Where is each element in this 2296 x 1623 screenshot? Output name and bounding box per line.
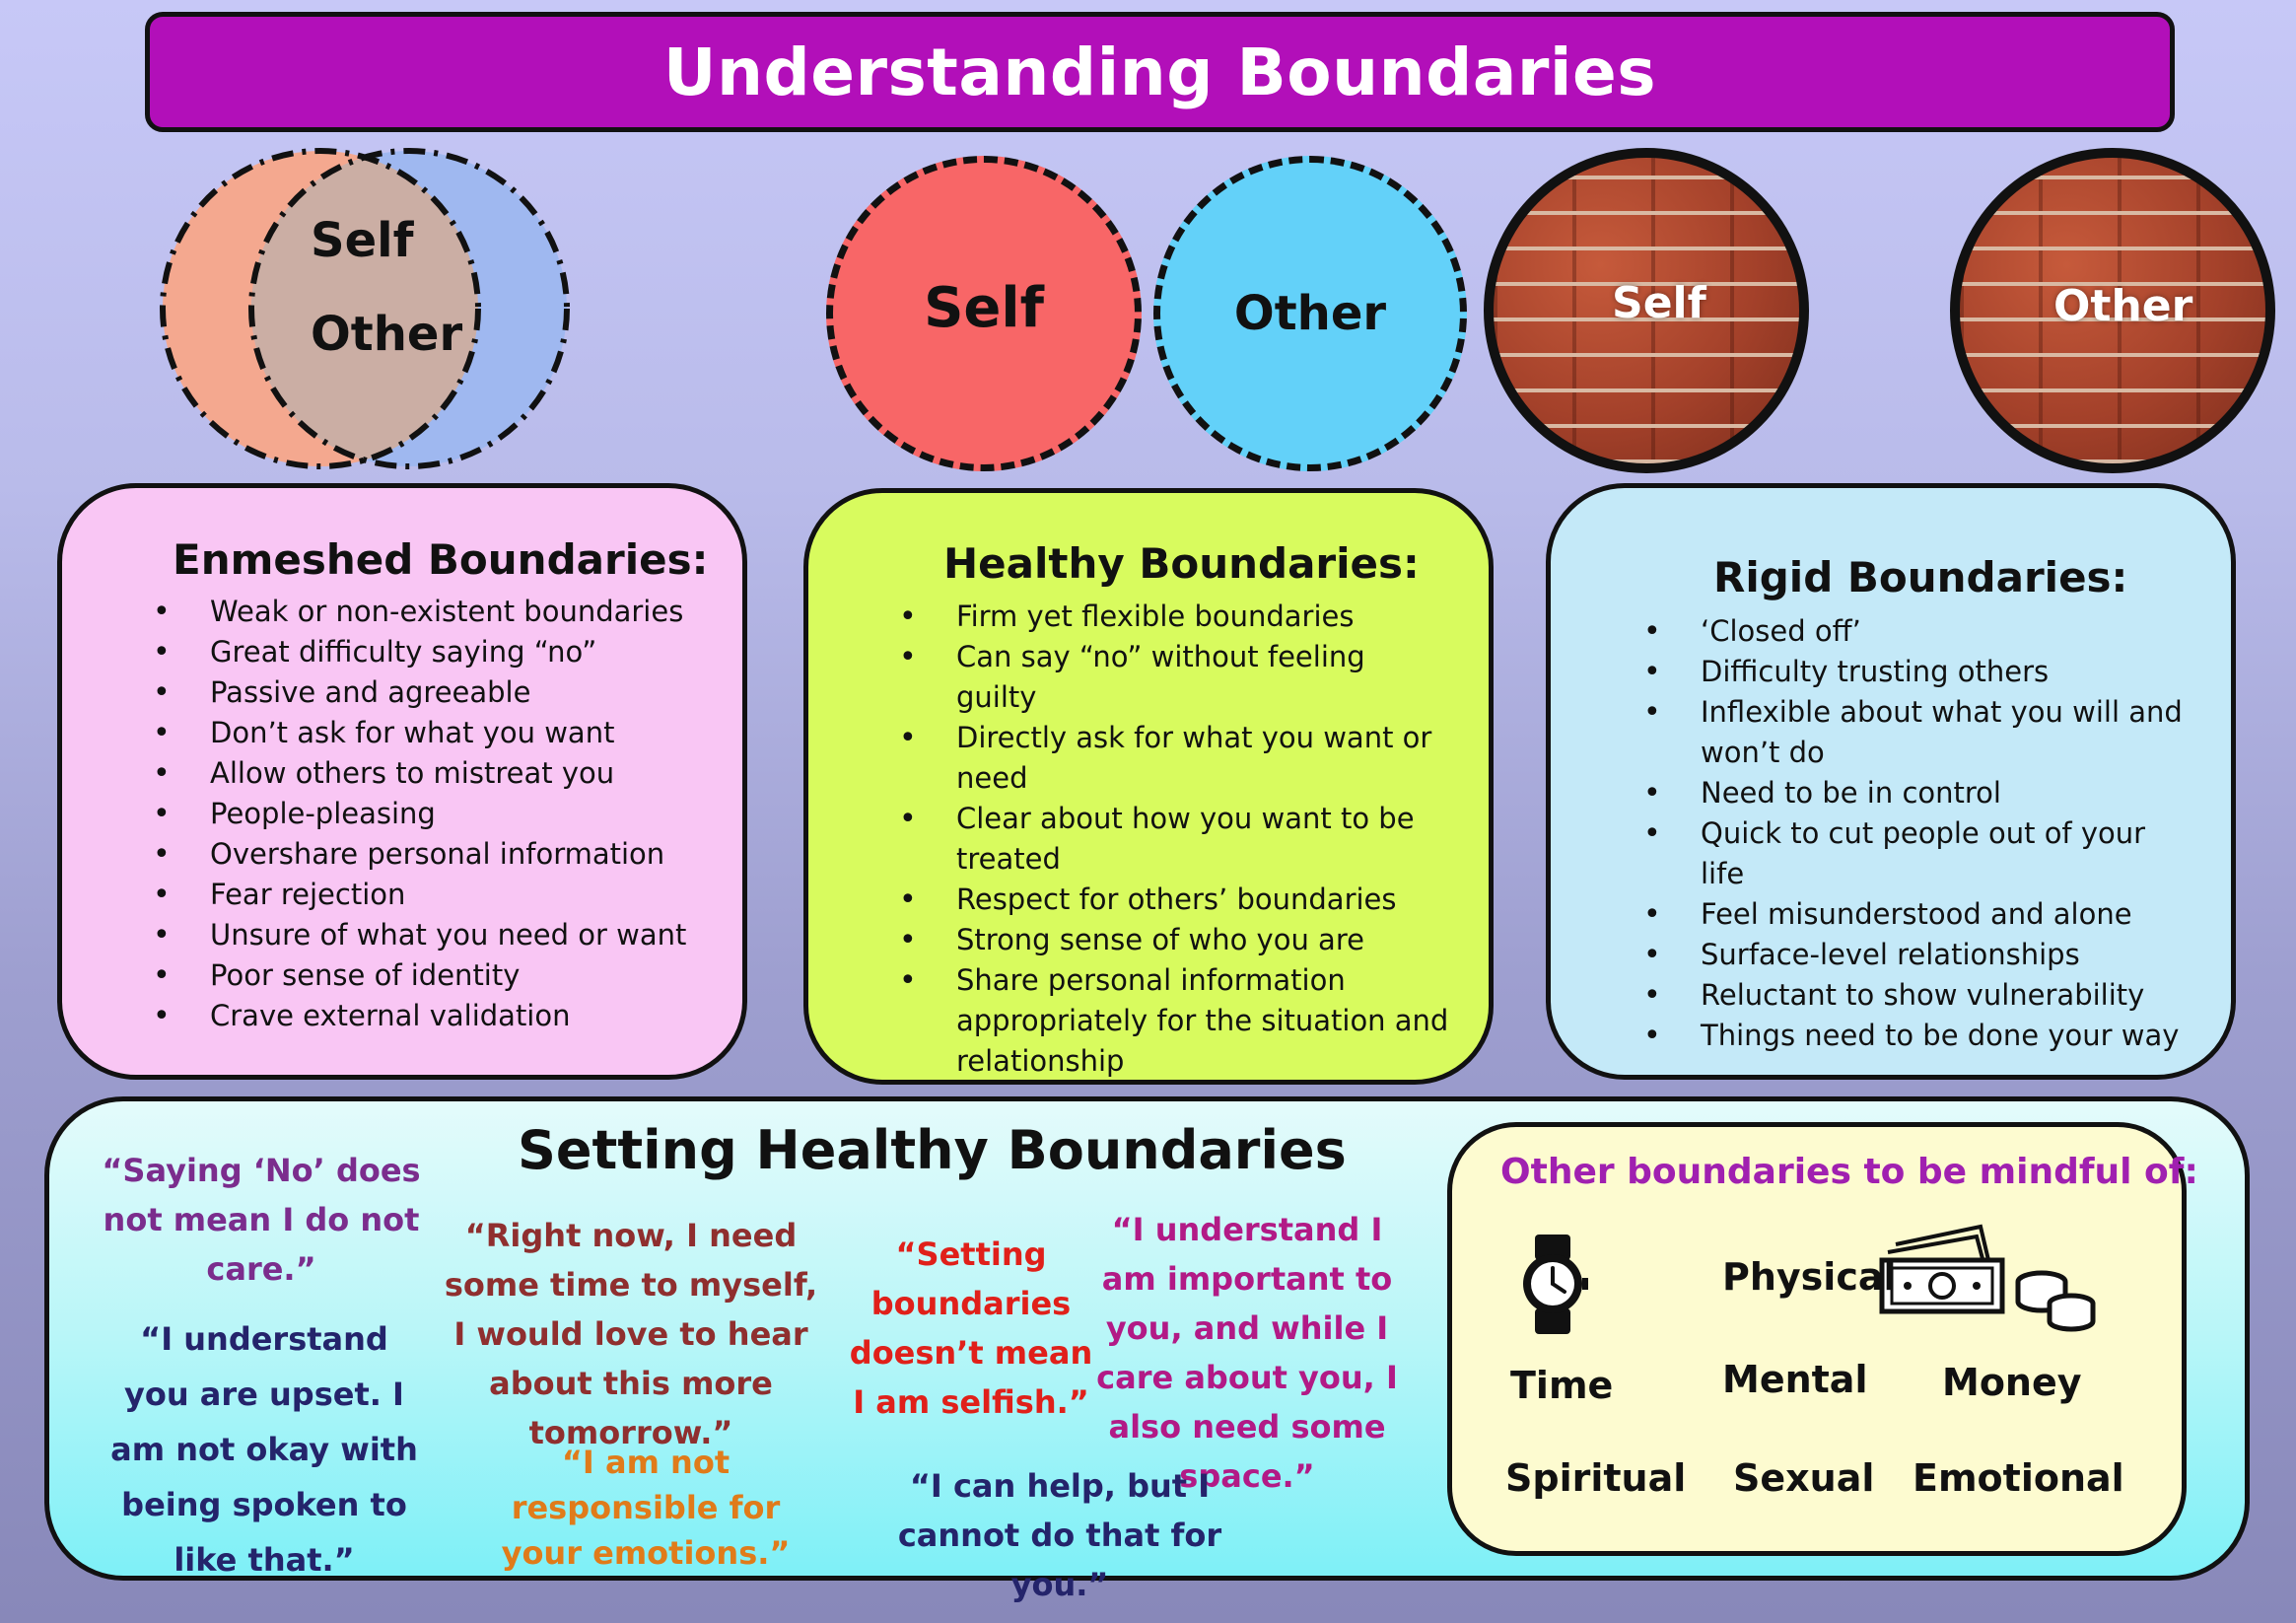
list-item: Crave external validation xyxy=(153,996,723,1036)
page-title: Understanding Boundaries xyxy=(662,34,1657,110)
rigid-title: Rigid Boundaries: xyxy=(1713,553,2128,601)
quote-not-responsible: “I am not responsible for your emotions.… xyxy=(501,1444,791,1572)
enmeshed-list: Weak or non-existent boundaries Great di… xyxy=(153,592,723,1036)
quote-important-to-you: “I understand I am important to you, and… xyxy=(1096,1211,1398,1495)
list-item: Difficulty trusting others xyxy=(1643,652,2193,692)
list-item: Unsure of what you need or want xyxy=(153,915,723,955)
quote-setting-boundaries: “Setting boundaries doesn’t mean I am se… xyxy=(849,1235,1093,1421)
watch-icon xyxy=(1513,1233,1592,1336)
enmeshed-box: Enmeshed Boundaries: Weak or non-existen… xyxy=(57,483,747,1080)
enmeshed-circles-graphic xyxy=(160,148,570,469)
quote-understand-upset: “I understand you are upset. I am not ok… xyxy=(110,1320,418,1579)
coins-icon xyxy=(2014,1254,2098,1333)
category-physical: Physical xyxy=(1722,1255,1897,1299)
list-item: Feel misunderstood and alone xyxy=(1643,894,2193,935)
list-item: Fear rejection xyxy=(153,875,723,915)
healthy-self-label: Self xyxy=(924,276,1044,340)
list-item: Clear about how you want to be treated xyxy=(899,799,1449,880)
list-item: Surface-level relationships xyxy=(1643,935,2193,975)
category-money: Money xyxy=(1942,1361,2082,1404)
list-item: ‘Closed off’ xyxy=(1643,611,2193,652)
list-item: Inflexible about what you will and won’t… xyxy=(1643,692,2193,773)
category-time: Time xyxy=(1510,1364,1614,1407)
list-item: Poor sense of identity xyxy=(153,955,723,996)
list-item: Quick to cut people out of your life xyxy=(1643,813,2193,894)
list-item: Strong sense of who you are xyxy=(899,920,1449,960)
healthy-box: Healthy Boundaries: Firm yet flexible bo… xyxy=(803,488,1494,1085)
mindful-panel xyxy=(1447,1122,2187,1556)
enmeshed-title: Enmeshed Boundaries: xyxy=(173,535,709,584)
list-item: People-pleasing xyxy=(153,794,723,834)
title-banner: Understanding Boundaries xyxy=(145,12,2175,132)
list-item: Passive and agreeable xyxy=(153,672,723,713)
list-item: Overshare personal information xyxy=(153,834,723,875)
rigid-box: Rigid Boundaries: ‘Closed off’ Difficult… xyxy=(1546,483,2236,1080)
healthy-title: Healthy Boundaries: xyxy=(943,539,1420,588)
rigid-list: ‘Closed off’ Difficulty trusting others … xyxy=(1643,611,2193,1056)
category-emotional: Emotional xyxy=(1913,1456,2124,1500)
enmeshed-circles: Self Other xyxy=(158,146,582,471)
healthy-other-circle: Other xyxy=(1153,156,1467,471)
list-item: Firm yet flexible boundaries xyxy=(899,597,1449,637)
rigid-self-circle: Self xyxy=(1484,148,1809,473)
enmeshed-self-label: Self xyxy=(311,213,414,268)
healthy-other-label: Other xyxy=(1233,286,1387,341)
list-item: Respect for others’ boundaries xyxy=(899,880,1449,920)
healthy-self-circle: Self xyxy=(826,156,1142,471)
healthy-list: Firm yet flexible boundaries Can say “no… xyxy=(899,597,1449,1082)
list-item: Great difficulty saying “no” xyxy=(153,632,723,672)
list-item: Don’t ask for what you want xyxy=(153,713,723,753)
list-item: Share personal information appropriately… xyxy=(899,960,1449,1082)
quote-saying-no: “Saying ‘No’ does not mean I do not care… xyxy=(102,1152,421,1288)
mindful-title: Other boundaries to be mindful of: xyxy=(1500,1152,2198,1192)
list-item: Reluctant to show vulnerability xyxy=(1643,975,2193,1016)
rigid-self-label: Self xyxy=(1612,278,1706,328)
list-item: Allow others to mistreat you xyxy=(153,753,723,794)
list-item: Can say “no” without feeling guilty xyxy=(899,637,1449,718)
banknote-icon xyxy=(1878,1223,2006,1316)
list-item: Things need to be done your way xyxy=(1643,1016,2193,1056)
enmeshed-other-label: Other xyxy=(311,307,463,362)
list-item: Directly ask for what you want or need xyxy=(899,718,1449,799)
list-item: Weak or non-existent boundaries xyxy=(153,592,723,632)
category-sexual: Sexual xyxy=(1733,1456,1875,1500)
quote-right-now: “Right now, I need some time to myself, … xyxy=(444,1217,818,1451)
setting-title: Setting Healthy Boundaries xyxy=(518,1119,1347,1181)
rigid-other-label: Other xyxy=(2053,281,2193,331)
category-spiritual: Spiritual xyxy=(1505,1456,1687,1500)
list-item: Need to be in control xyxy=(1643,773,2193,813)
rigid-other-circle: Other xyxy=(1950,148,2275,473)
quote-can-help: “I can help, but I cannot do that for yo… xyxy=(897,1467,1222,1603)
category-mental: Mental xyxy=(1722,1358,1868,1401)
